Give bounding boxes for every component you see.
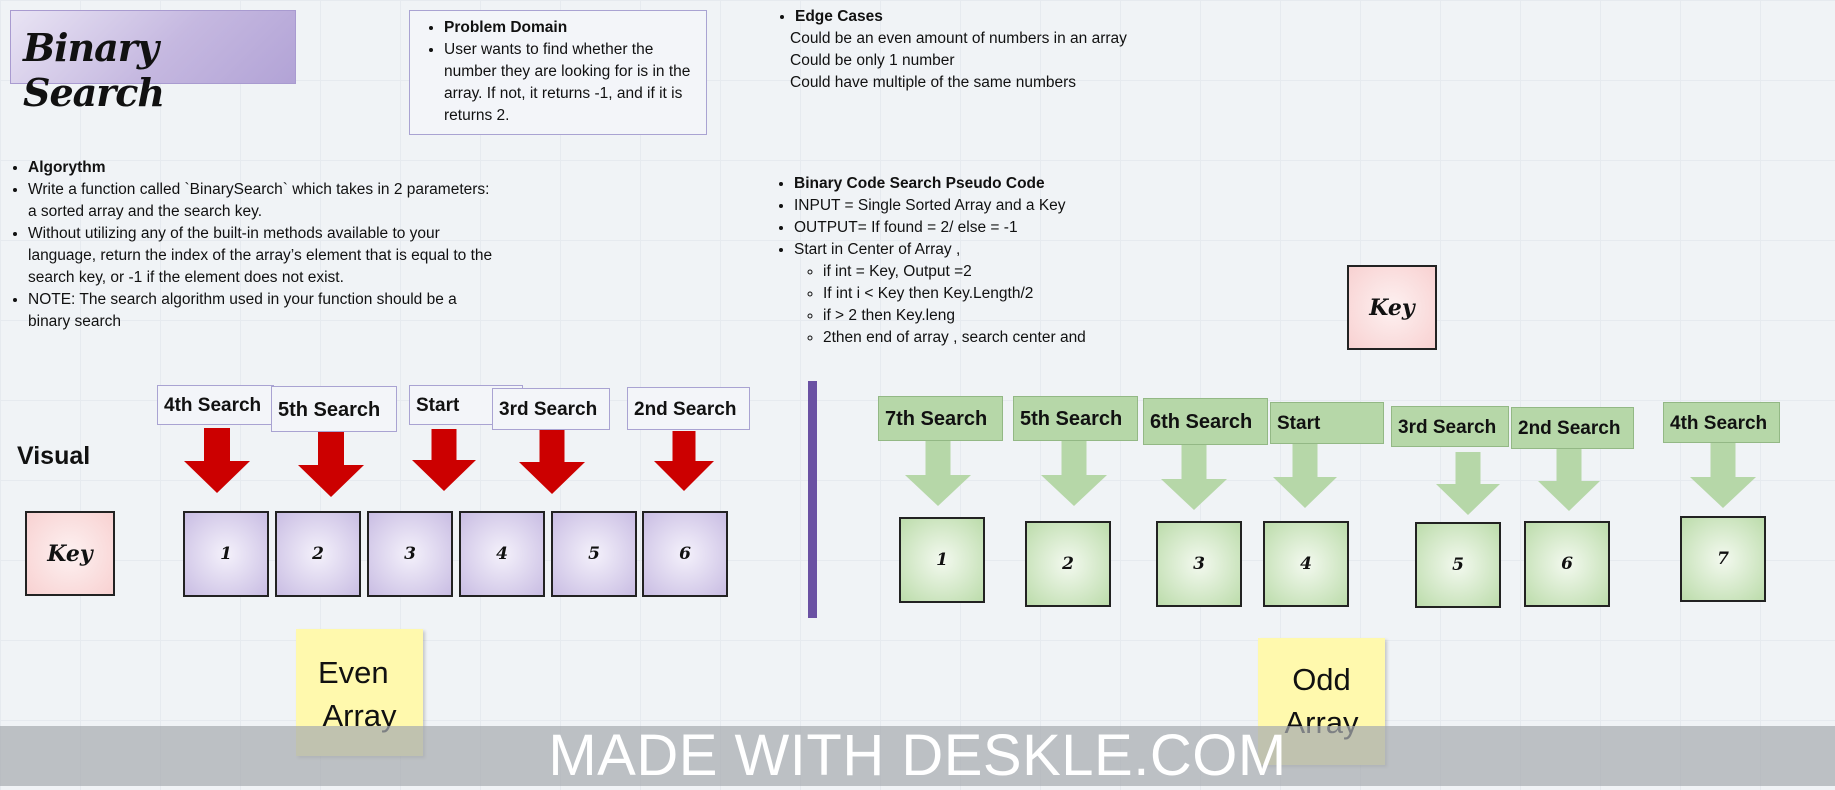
array-cell[interactable]: 6 [642,511,728,597]
array-cell[interactable]: 3 [1156,521,1242,607]
pseudo-code-subitem: 2then end of array , search center and [823,327,1132,349]
red-down-arrow-icon [519,430,585,494]
pseudo-code-item: INPUT = Single Sorted Array and a Key [794,195,1132,217]
watermark-text: MADE WITH DESKLE.COM [548,723,1287,788]
search-label[interactable]: 5th Search [271,386,397,432]
section-divider [808,381,817,618]
algorithm-heading: Algorythm [28,159,106,176]
pseudo-code-item: Start in Center of Array , [794,239,1132,261]
algorithm-item: Without utilizing any of the built-in me… [28,223,496,289]
array-cell[interactable]: 6 [1524,521,1610,607]
page-title: Binary Search [23,25,165,115]
problem-domain-heading: Problem Domain [444,19,568,36]
search-label[interactable]: 6th Search [1143,398,1268,445]
array-cell[interactable]: 3 [367,511,453,597]
green-down-arrow-icon [1041,441,1107,506]
search-label[interactable]: 2nd Search [627,387,750,430]
green-down-arrow-icon [1436,452,1500,515]
algorithm-item: Write a function called `BinarySearch` w… [28,179,496,223]
array-cell[interactable]: 2 [275,511,361,597]
edge-cases-heading: Edge Cases [795,8,883,25]
search-label[interactable]: 2nd Search [1511,407,1634,449]
edge-case-line: Could have multiple of the same numbers [790,74,1077,91]
red-down-arrow-icon [184,428,250,493]
search-label[interactable]: 4th Search [157,385,274,425]
edge-cases-note[interactable]: Edge Cases Could be an even amount of nu… [770,6,1170,94]
key-card[interactable]: Key [25,511,115,596]
problem-domain-text: User wants to find whether the number th… [444,39,706,127]
green-down-arrow-icon [1690,443,1756,508]
pseudo-code-subitem: if int = Key, Output =2 [823,261,1132,283]
search-label[interactable]: 3rd Search [1391,406,1509,447]
green-down-arrow-icon [905,441,971,506]
search-label[interactable]: 7th Search [878,396,1003,441]
title-card[interactable]: Binary Search [10,10,296,115]
array-cell[interactable]: 7 [1680,516,1766,602]
search-label[interactable]: 4th Search [1663,402,1780,443]
search-label[interactable]: 5th Search [1013,396,1138,441]
array-cell[interactable]: 1 [183,511,269,597]
algorithm-note[interactable]: Algorythm Write a function called `Binar… [6,157,496,333]
visual-label: Visual [17,442,91,470]
array-cell[interactable]: 1 [899,517,985,603]
pseudo-code-item: OUTPUT= If found = 2/ else = -1 [794,217,1132,239]
red-down-arrow-icon [412,429,476,491]
search-label[interactable]: Start [1270,402,1384,444]
red-down-arrow-icon [298,432,364,497]
green-down-arrow-icon [1273,444,1337,508]
array-cell[interactable]: 4 [459,511,545,597]
array-cell[interactable]: 2 [1025,521,1111,607]
sticky-line: Even [318,655,389,690]
key-label: Key [47,540,93,567]
edge-case-line: Could be only 1 number [790,52,955,69]
problem-domain-note[interactable]: Problem Domain User wants to find whethe… [409,10,707,135]
red-down-arrow-icon [654,431,714,491]
pseudo-code-heading: Binary Code Search Pseudo Code [794,175,1045,192]
key-card-top[interactable]: Key [1347,265,1437,350]
pseudo-code-subitem: If int i < Key then Key.Length/2 [823,283,1132,305]
key-label: Key [1369,294,1415,321]
watermark-banner: MADE WITH DESKLE.COM [0,723,1835,788]
green-down-arrow-icon [1161,445,1227,510]
sticky-line: Odd [1292,662,1351,697]
search-label[interactable]: 3rd Search [492,388,610,430]
array-cell[interactable]: 5 [1415,522,1501,608]
pseudo-code-note[interactable]: Binary Code Search Pseudo Code INPUT = S… [772,173,1132,349]
green-down-arrow-icon [1538,449,1600,511]
edge-case-line: Could be an even amount of numbers in an… [790,30,1127,47]
pseudo-code-subitem: if > 2 then Key.leng [823,305,1132,327]
array-cell[interactable]: 5 [551,511,637,597]
algorithm-item: NOTE: The search algorithm used in your … [28,289,496,333]
array-cell[interactable]: 4 [1263,521,1349,607]
